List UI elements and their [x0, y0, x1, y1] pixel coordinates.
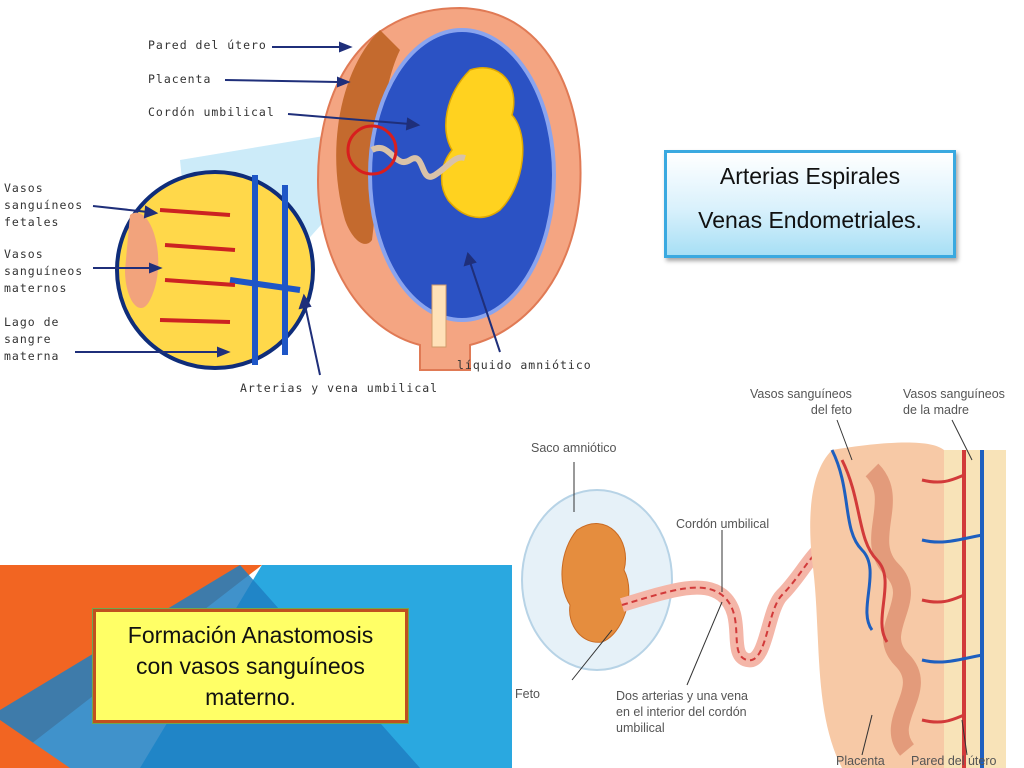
info-box: Arterias Espirales Venas Endometriales. — [664, 150, 956, 258]
label-umbilical-vessels: Arterias y vena umbilical — [240, 380, 438, 397]
placenta-diagram — [512, 380, 1024, 768]
label-fetus: Feto — [515, 686, 540, 702]
label-fetal-vessels: Vasos sanguíneos fetales — [4, 180, 83, 231]
label-maternal-vessels: Vasos sanguíneos de la madre — [903, 386, 1005, 418]
fetus — [562, 524, 629, 643]
label-amniotic-sac: Saco amniótico — [531, 440, 616, 456]
caption-line2: con vasos sanguíneos — [96, 651, 405, 682]
label-amniotic-fluid: líquido amniótico — [457, 357, 592, 374]
label-umbilical-cord: Cordón umbilical — [148, 104, 275, 121]
label-cord-vessels: Dos arterias y una vena en el interior d… — [616, 688, 748, 736]
label-uterine-wall: Pared del útero — [911, 754, 996, 768]
caption-text: Formación Anastomosis con vasos sanguíne… — [96, 612, 405, 713]
label-fetal-vessels: Vasos sanguíneos del feto — [750, 386, 852, 418]
info-box-line2: Venas Endometriales. — [667, 207, 953, 234]
label-blood-lake: Lago de sangre materna — [4, 314, 59, 365]
uterus-diagram — [0, 0, 600, 410]
label-uterine-wall: Pared del útero — [148, 37, 267, 54]
cervix — [432, 285, 446, 347]
caption-line1: Formación Anastomosis — [96, 620, 405, 651]
info-box-line1: Arterias Espirales — [667, 163, 953, 190]
label-umbilical-cord: Cordón umbilical — [676, 516, 769, 532]
caption-box: Formación Anastomosis con vasos sanguíne… — [93, 609, 408, 723]
label-maternal-vessels: Vasos sanguíneos maternos — [4, 246, 83, 297]
label-placenta: Placenta — [836, 754, 885, 768]
caption-line3: materno. — [96, 682, 405, 713]
label-placenta: Placenta — [148, 71, 211, 88]
